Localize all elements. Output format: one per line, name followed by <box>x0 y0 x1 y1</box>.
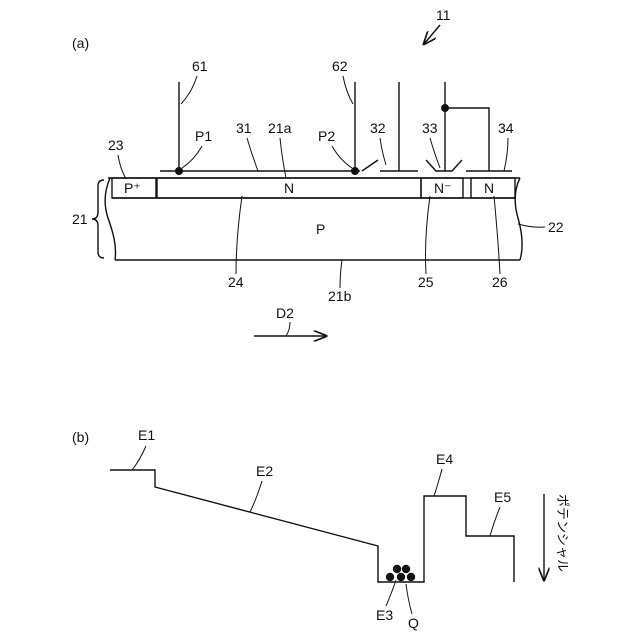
lead-62-label: 62 <box>332 58 348 74</box>
substrate <box>105 178 522 260</box>
electrode-32-label: 32 <box>370 120 386 136</box>
region-n-minus-label: N⁻ <box>434 180 452 196</box>
region-n-minus-leader <box>426 196 431 274</box>
charge-dots <box>386 565 415 581</box>
region-n-minus-ref: 25 <box>418 274 434 290</box>
face-top-label: 21a <box>268 120 292 136</box>
point-p2-label: P2 <box>318 128 335 144</box>
substrate-ref: 21 <box>72 211 88 227</box>
device-ref: 11 <box>436 7 451 23</box>
level-e2-leader <box>250 481 262 512</box>
region-n-main-label: N <box>284 180 294 196</box>
lead-62-leader <box>343 76 353 104</box>
electrode-32-leader <box>380 138 386 165</box>
electrode-31-label: 31 <box>236 120 252 136</box>
potential-profile <box>110 470 514 582</box>
level-e4-label: E4 <box>436 451 453 467</box>
region-p-body-label: P <box>316 221 325 237</box>
point-p1-dot <box>175 167 183 175</box>
charge-leader <box>406 584 412 614</box>
region-n-main-leader <box>236 196 242 274</box>
substrate-edge-leader <box>518 224 545 227</box>
region-n-right-leader <box>494 196 500 274</box>
level-e1-leader <box>132 446 146 470</box>
level-e5-label: E5 <box>494 489 511 505</box>
electrode-32-slant <box>362 160 378 171</box>
lead-61-label: 61 <box>192 58 208 74</box>
panel-b-label: (b) <box>72 429 89 445</box>
potential-axis-label: ポテンシャル <box>555 494 570 572</box>
direction-leader <box>286 322 290 336</box>
level-e2-label: E2 <box>256 463 273 479</box>
point-p2-dot <box>351 167 359 175</box>
level-e3-leader <box>386 580 396 606</box>
electrode-33-leader <box>430 138 440 168</box>
region-n-right-ref: 26 <box>492 274 508 290</box>
face-bottom-leader <box>340 260 342 288</box>
electrode-33 <box>426 160 462 171</box>
direction-label: D2 <box>276 305 294 321</box>
point-p2-leader <box>332 146 352 168</box>
level-e5-leader <box>490 507 500 536</box>
region-n-main-ref: 24 <box>228 274 244 290</box>
region-n-right-label: N <box>484 180 494 196</box>
substrate-brace <box>92 180 104 258</box>
electrode-33-label: 33 <box>422 120 438 136</box>
region-p-plus-leader <box>118 155 126 179</box>
electrode-34-leader <box>504 138 508 171</box>
electrode-34-label: 34 <box>498 120 514 136</box>
level-e3-label: E3 <box>376 607 393 623</box>
face-top-leader <box>280 138 286 178</box>
level-e4-leader <box>434 469 442 496</box>
charge-label: Q <box>408 615 419 631</box>
panel-a-label: (a) <box>72 35 89 51</box>
point-p1-leader <box>182 146 202 168</box>
region-p-plus-label: P⁺ <box>124 180 141 196</box>
lead-34 <box>445 108 489 171</box>
device-ref-arrow <box>424 25 440 44</box>
substrate-edge-ref: 22 <box>548 219 564 235</box>
lead-61-leader <box>181 76 197 104</box>
electrode-31-leader <box>247 138 258 171</box>
face-bottom-label: 21b <box>328 288 352 304</box>
region-p-plus-ref: 23 <box>108 137 124 153</box>
level-e1-label: E1 <box>138 427 155 443</box>
point-p1-label: P1 <box>195 128 212 144</box>
